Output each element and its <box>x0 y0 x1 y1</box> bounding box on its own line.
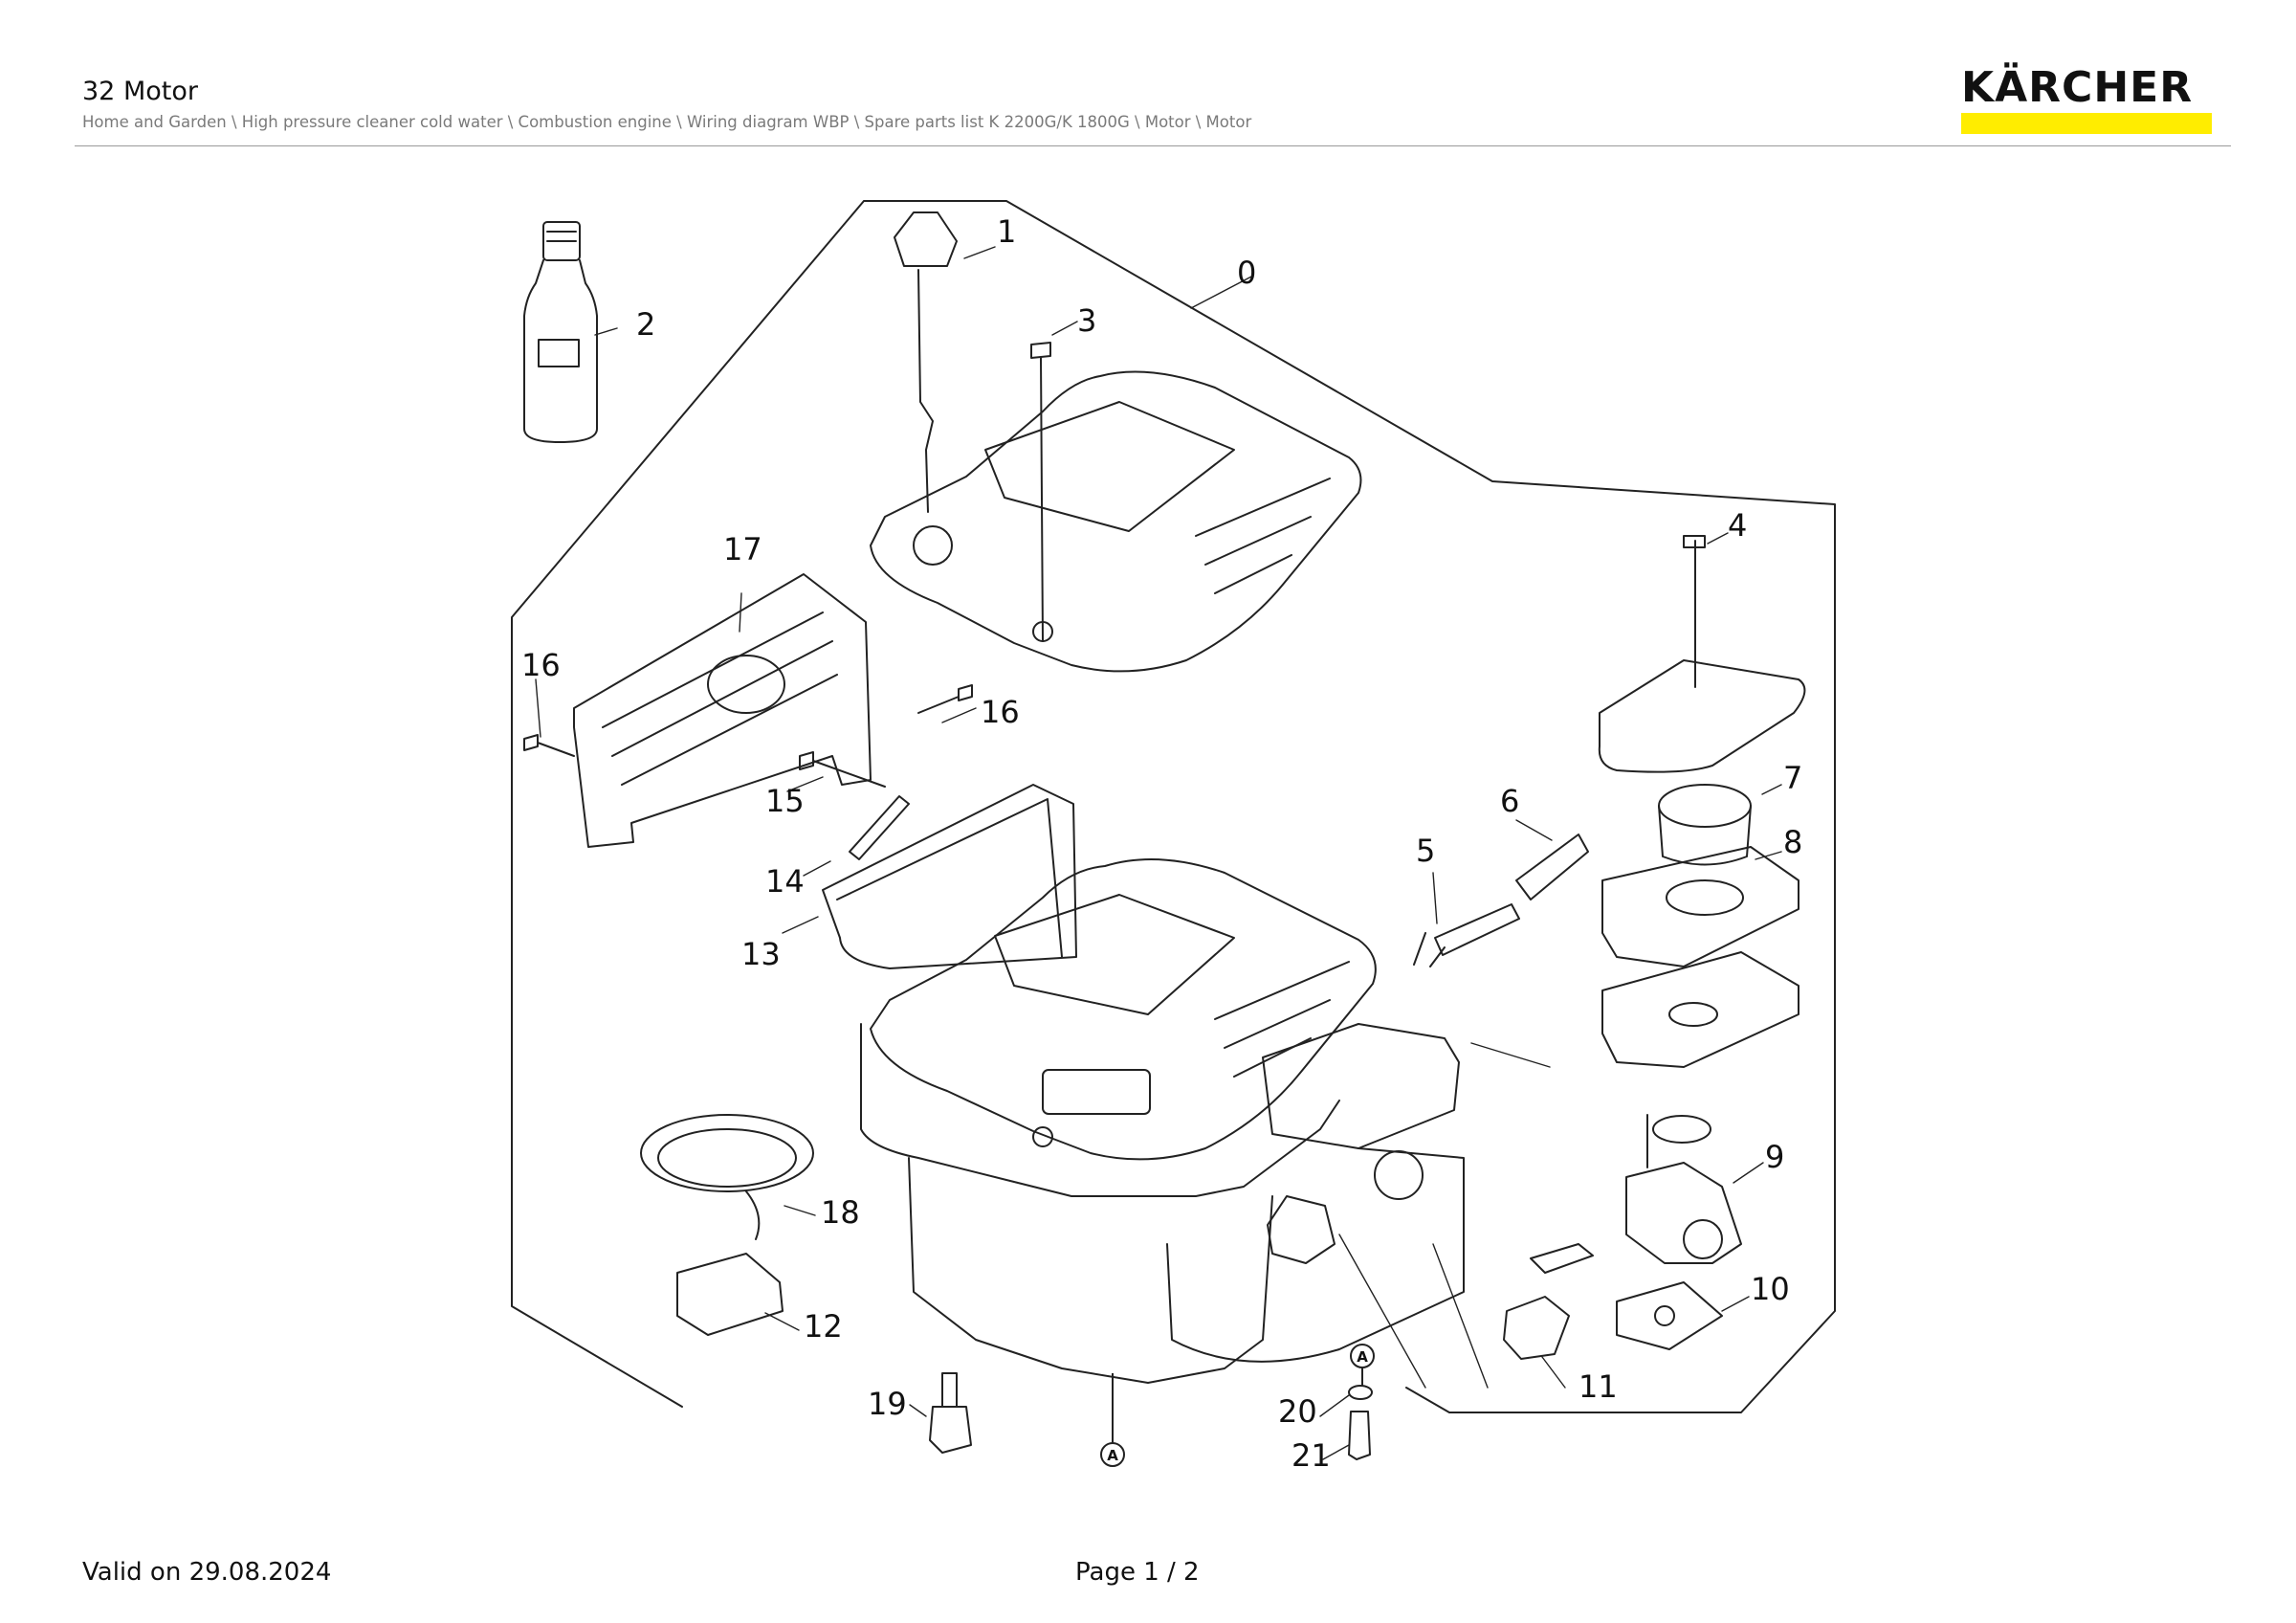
bolt-part-16-left <box>523 734 575 757</box>
callout-3: 3 <box>1077 302 1096 339</box>
callout-16-right: 16 <box>981 694 1020 730</box>
callout-13: 13 <box>741 936 781 972</box>
callout-7: 7 <box>1783 760 1802 796</box>
air-filter-base-part <box>1601 951 1799 1144</box>
callout-5: 5 <box>1416 833 1435 869</box>
callout-9: 9 <box>1765 1139 1784 1175</box>
leader-lines <box>535 246 1782 1460</box>
callout-17: 17 <box>723 531 762 567</box>
air-filter-element-part <box>1601 784 1799 967</box>
stud-part <box>929 1372 972 1454</box>
page-number: Page 1 / 2 <box>1075 1558 1200 1587</box>
callout-4: 4 <box>1728 507 1747 544</box>
callout-8: 8 <box>1783 824 1802 860</box>
callout-10: 10 <box>1751 1271 1790 1307</box>
bolt-part-15 <box>799 751 886 788</box>
dipstick-part <box>894 211 958 513</box>
bolt-part-21 <box>1348 1411 1371 1460</box>
callout-12: 12 <box>804 1308 843 1345</box>
callout-1: 1 <box>997 213 1016 250</box>
callout-0: 0 <box>1237 255 1256 291</box>
spark-plug-cap-part <box>1515 834 1589 900</box>
tank-cap-part <box>1503 1296 1570 1360</box>
callout-19: 19 <box>868 1386 907 1422</box>
callout-6: 6 <box>1500 783 1519 819</box>
callout-15: 15 <box>765 783 805 819</box>
callout-20: 20 <box>1278 1393 1317 1430</box>
brand-logo-bar <box>1961 113 2212 134</box>
muffler-cover-part <box>822 784 1077 969</box>
air-filter-cover-part <box>1598 535 1806 773</box>
callout-21: 21 <box>1292 1437 1331 1474</box>
reference-mark-a-2: A <box>1357 1348 1368 1366</box>
screw-part-3 <box>1030 342 1051 642</box>
engine-body-part <box>860 857 1465 1384</box>
carburettor-part <box>1530 1114 1742 1274</box>
oil-bottle-part <box>523 221 598 443</box>
callout-2: 2 <box>636 306 655 343</box>
page-title: 32 Motor <box>82 77 198 106</box>
breadcrumb: Home and Garden \ High pressure cleaner … <box>82 113 1252 131</box>
starter-handle-part <box>676 1253 784 1336</box>
callout-11: 11 <box>1578 1368 1618 1405</box>
spark-plug-part <box>1413 903 1520 967</box>
bolt-part-16-right <box>917 684 973 714</box>
callout-14: 14 <box>765 863 805 900</box>
gasket-part <box>1616 1281 1723 1350</box>
grille-part <box>573 573 872 848</box>
clamp-part-14 <box>849 795 910 860</box>
callout-16-left: 16 <box>521 647 561 683</box>
starter-rope-part <box>640 1114 814 1240</box>
brand-logo: KÄRCHER <box>1961 63 2212 136</box>
assembly-outline <box>511 200 1836 1413</box>
engine-cover-top-part <box>870 370 1362 673</box>
reference-mark-a-1: A <box>1107 1447 1118 1464</box>
washer-part <box>1348 1385 1373 1400</box>
valid-date: Valid on 29.08.2024 <box>82 1558 332 1587</box>
header-divider <box>75 145 2231 146</box>
callout-18: 18 <box>821 1194 860 1231</box>
brand-logo-text: KÄRCHER <box>1961 63 2194 112</box>
